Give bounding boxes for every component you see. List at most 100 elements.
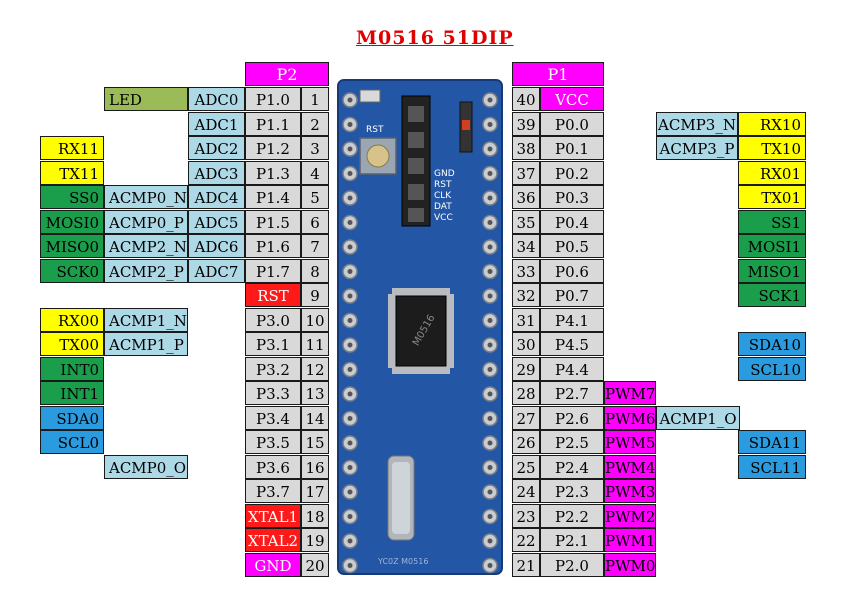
- pad-hole: [488, 539, 493, 544]
- right-func-tx01: TX01: [738, 185, 806, 209]
- right-func-ss1: SS1: [738, 210, 806, 234]
- pad-hole: [348, 343, 353, 348]
- pin-name-17: P3.7: [245, 479, 301, 503]
- pad-hole: [348, 220, 353, 225]
- pin-name-35: P0.4: [540, 210, 604, 234]
- header-p1: P1: [512, 62, 604, 86]
- pin-name-31: P4.1: [540, 308, 604, 332]
- left-alt-acmp1_n: ACMP1_N: [104, 308, 188, 332]
- pin-number-5: 5: [301, 185, 329, 209]
- pin-name-25: P2.4: [540, 455, 604, 479]
- pin-number-3: 3: [301, 136, 329, 160]
- pin-number-24: 24: [512, 479, 540, 503]
- left-func-scl0: SCL0: [40, 430, 104, 454]
- right-alt-acmp3_n: ACMP3_N: [656, 112, 738, 136]
- left-func-rx11: RX11: [40, 136, 104, 160]
- led-component: [360, 90, 380, 102]
- mcu-chip: M0516: [388, 288, 454, 374]
- right-pwm-pwm5: PWM5: [604, 430, 656, 454]
- pin-number-15: 15: [301, 430, 329, 454]
- pad-hole: [348, 441, 353, 446]
- pad-hole: [348, 147, 353, 152]
- pin-number-6: 6: [301, 210, 329, 234]
- pad-hole: [488, 220, 493, 225]
- left-adc-adc2: ADC2: [188, 136, 245, 160]
- right-func-mosi1: MOSI1: [738, 234, 806, 258]
- pin-number-12: 12: [301, 357, 329, 381]
- pad-hole: [488, 245, 493, 250]
- pad-hole: [488, 98, 493, 103]
- pad-hole: [488, 416, 493, 421]
- pin-name-11: P3.1: [245, 332, 301, 356]
- left-alt-acmp2_n: ACMP2_N: [104, 234, 188, 258]
- pin-number-22: 22: [512, 528, 540, 552]
- pad-hole: [488, 392, 493, 397]
- pin-number-36: 36: [512, 185, 540, 209]
- left-func-sda0: SDA0: [40, 406, 104, 430]
- left-func-tx00: TX00: [40, 332, 104, 356]
- right-pwm-pwm7: PWM7: [604, 381, 656, 405]
- silk-header-gnd: GND: [434, 169, 455, 179]
- pin-name-16: P3.6: [245, 455, 301, 479]
- pin-number-17: 17: [301, 479, 329, 503]
- pad-hole: [348, 392, 353, 397]
- pin-name-39: P0.0: [540, 112, 604, 136]
- silk-header-clk: CLK: [434, 191, 452, 201]
- pin-name-7: P1.6: [245, 234, 301, 258]
- pin-number-8: 8: [301, 259, 329, 283]
- right-func-rx01: RX01: [738, 161, 806, 185]
- pad-hole: [348, 98, 353, 103]
- pad-hole: [488, 147, 493, 152]
- right-func-tx10: TX10: [738, 136, 806, 160]
- right-func-scl11: SCL11: [738, 455, 806, 479]
- pad-hole: [348, 490, 353, 495]
- pin-number-28: 28: [512, 381, 540, 405]
- pin-name-36: P0.3: [540, 185, 604, 209]
- pin-name-28: P2.7: [540, 381, 604, 405]
- left-alt-acmp1_p: ACMP1_P: [104, 332, 188, 356]
- pin-number-2: 2: [301, 112, 329, 136]
- right-pwm-pwm3: PWM3: [604, 479, 656, 503]
- pin-name-2: P1.1: [245, 112, 301, 136]
- pin-number-14: 14: [301, 406, 329, 430]
- pin-name-33: P0.6: [540, 259, 604, 283]
- pad-hole: [488, 196, 493, 201]
- pin-number-1: 1: [301, 87, 329, 111]
- pin-name-40: VCC: [540, 87, 604, 111]
- pin-number-39: 39: [512, 112, 540, 136]
- left-func-int0: INT0: [40, 357, 104, 381]
- right-func-sda10: SDA10: [738, 332, 806, 356]
- pad-hole: [348, 563, 353, 568]
- right-pwm-pwm1: PWM1: [604, 528, 656, 552]
- pad-hole: [348, 465, 353, 470]
- pad-hole: [348, 318, 353, 323]
- silk-rst-label: RST: [366, 125, 384, 135]
- pin-number-9: 9: [301, 283, 329, 307]
- pin-name-21: P2.0: [540, 553, 604, 577]
- pin-number-30: 30: [512, 332, 540, 356]
- pin-name-4: P1.3: [245, 161, 301, 185]
- left-func-miso0: MISO0: [40, 234, 104, 258]
- pin-number-16: 16: [301, 455, 329, 479]
- silk-header-dat: DAT: [434, 202, 452, 212]
- pin-name-14: P3.4: [245, 406, 301, 430]
- pin-name-24: P2.3: [540, 479, 604, 503]
- left-adc-adc6: ADC6: [188, 234, 245, 258]
- pad-hole: [348, 269, 353, 274]
- left-func-sck0: SCK0: [40, 259, 104, 283]
- pin-name-5: P1.4: [245, 185, 301, 209]
- pad-hole: [488, 294, 493, 299]
- pad-hole: [348, 367, 353, 372]
- pin-name-34: P0.5: [540, 234, 604, 258]
- pin-name-22: P2.1: [540, 528, 604, 552]
- left-alt-acmp0_o: ACMP0_O: [104, 455, 188, 479]
- pin-number-4: 4: [301, 161, 329, 185]
- pin-number-32: 32: [512, 283, 540, 307]
- pin-name-3: P1.2: [245, 136, 301, 160]
- pin-number-19: 19: [301, 528, 329, 552]
- left-alt-acmp2_p: ACMP2_P: [104, 259, 188, 283]
- right-alt-acmp1_o: ACMP1_O: [656, 406, 740, 430]
- left-adc-adc0: ADC0: [188, 87, 245, 111]
- left-func-tx11: TX11: [40, 161, 104, 185]
- pin-name-9: RST: [245, 283, 301, 307]
